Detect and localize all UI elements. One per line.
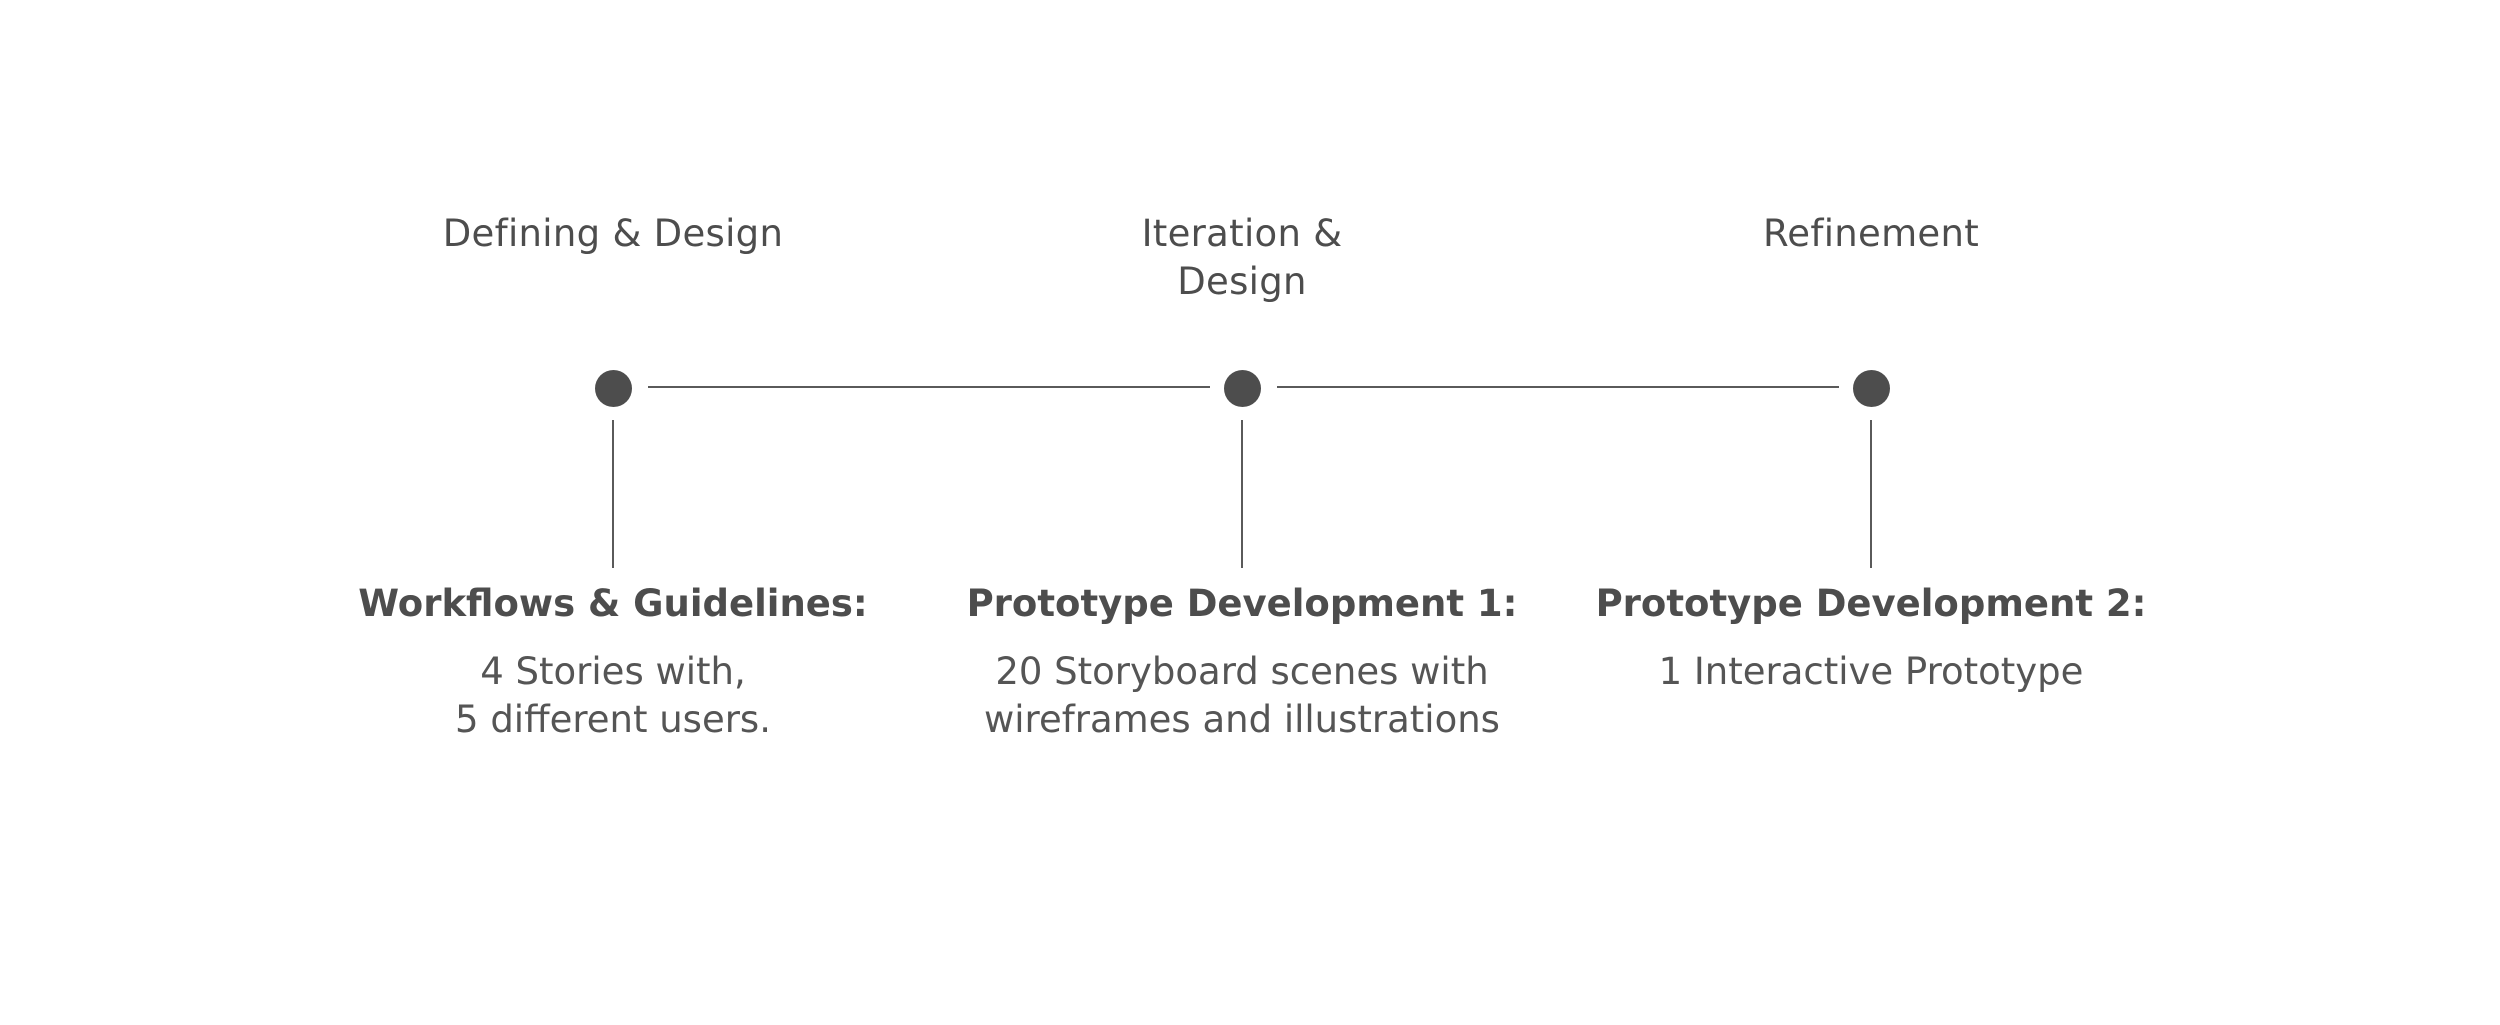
timeline-segment-2 [1277,386,1839,388]
deliverable-text-1: 4 Stories with, 5 different users. [455,650,771,741]
deliverable-heading-1: Workflows & Guidelines: [358,582,868,625]
phase-title-3: Refinement [1762,212,1980,255]
milestone-dot-1 [595,370,632,407]
deliverable-text-3: 1 Interactive Prototype [1658,650,2084,693]
deliverable-heading-3: Prototype Development 2: [1595,582,2147,625]
phase-title-1: Defining & Design [442,212,784,255]
milestone-dot-3 [1853,370,1890,407]
phase-title-2: Iteration & Design [1141,212,1343,303]
timeline-segment-1 [648,386,1210,388]
connector-line-2 [1241,420,1243,568]
connector-line-1 [612,420,614,568]
milestone-dot-2 [1224,370,1261,407]
deliverable-text-2: 20 Storyboard scenes with wireframes and… [984,650,1500,741]
connector-line-3 [1870,420,1872,568]
deliverable-heading-2: Prototype Development 1: [966,582,1518,625]
